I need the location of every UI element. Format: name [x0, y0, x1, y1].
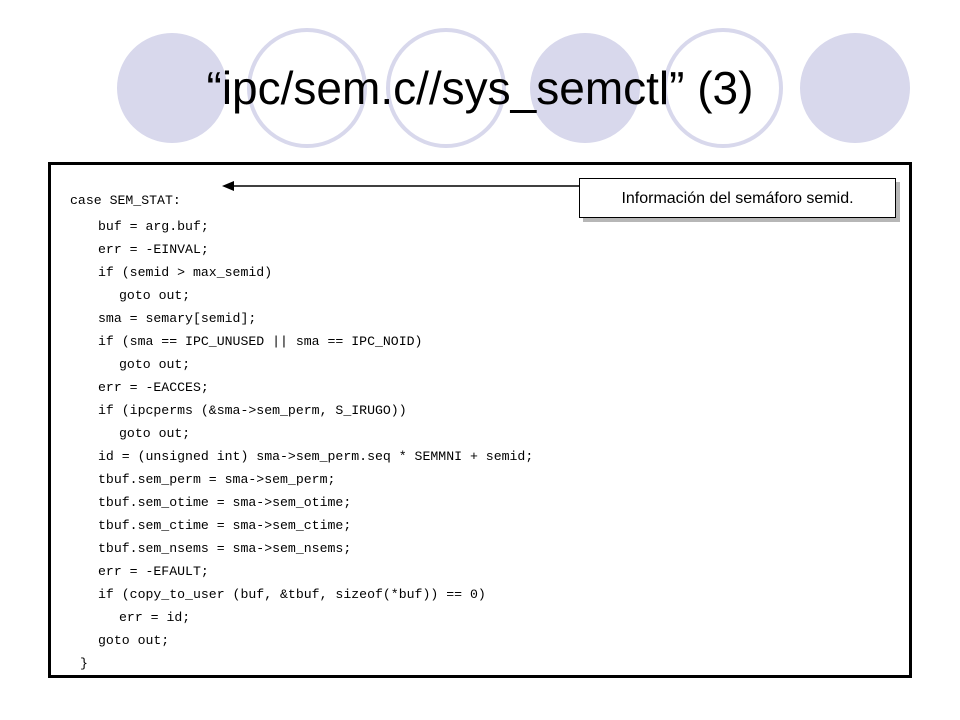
code-line: tbuf.sem_nsems = sma->sem_nsems;	[98, 541, 352, 556]
code-line: if (ipcperms (&sma->sem_perm, S_IRUGO))	[98, 403, 407, 418]
code-line: tbuf.sem_perm = sma->sem_perm;	[98, 472, 336, 487]
slide-title: “ipc/sem.c//sys_semctl” (3)	[206, 62, 754, 114]
circle-2	[247, 28, 367, 148]
code-line: err = -EACCES;	[98, 380, 209, 395]
code-line: goto out;	[98, 633, 170, 648]
circle-4	[524, 27, 646, 149]
callout-box: Información del semáforo semid.	[579, 178, 896, 218]
arrowhead	[222, 181, 234, 191]
code-line: err = id;	[119, 610, 191, 625]
code-block	[48, 162, 912, 678]
circle-3	[386, 28, 506, 148]
code-line: if (copy_to_user (buf, &tbuf, sizeof(*bu…	[98, 587, 486, 602]
circle-5	[663, 28, 783, 148]
code-line: err = -EFAULT;	[98, 564, 209, 579]
code-line: goto out;	[119, 426, 191, 441]
code-line: buf = arg.buf;	[98, 219, 209, 234]
code-line: id = (unsigned int) sma->sem_perm.seq * …	[98, 449, 534, 464]
code-line: err = -EINVAL;	[98, 242, 209, 257]
callout-text: Información del semáforo semid.	[621, 190, 854, 207]
code-line: case SEM_STAT:	[70, 193, 181, 208]
code-line: sma = semary[semid];	[98, 311, 257, 326]
circle-1	[111, 27, 233, 149]
code-line: goto out;	[119, 288, 191, 303]
code-line: if (semid > max_semid)	[98, 265, 273, 280]
code-line: goto out;	[119, 357, 191, 372]
code-line: tbuf.sem_otime = sma->sem_otime;	[98, 495, 352, 510]
code-line: tbuf.sem_ctime = sma->sem_ctime;	[98, 518, 352, 533]
code-line: }	[80, 656, 88, 671]
decorative-circles	[111, 27, 916, 149]
circle-6	[794, 27, 916, 149]
code-line: if (sma == IPC_UNUSED || sma == IPC_NOID…	[98, 334, 423, 349]
